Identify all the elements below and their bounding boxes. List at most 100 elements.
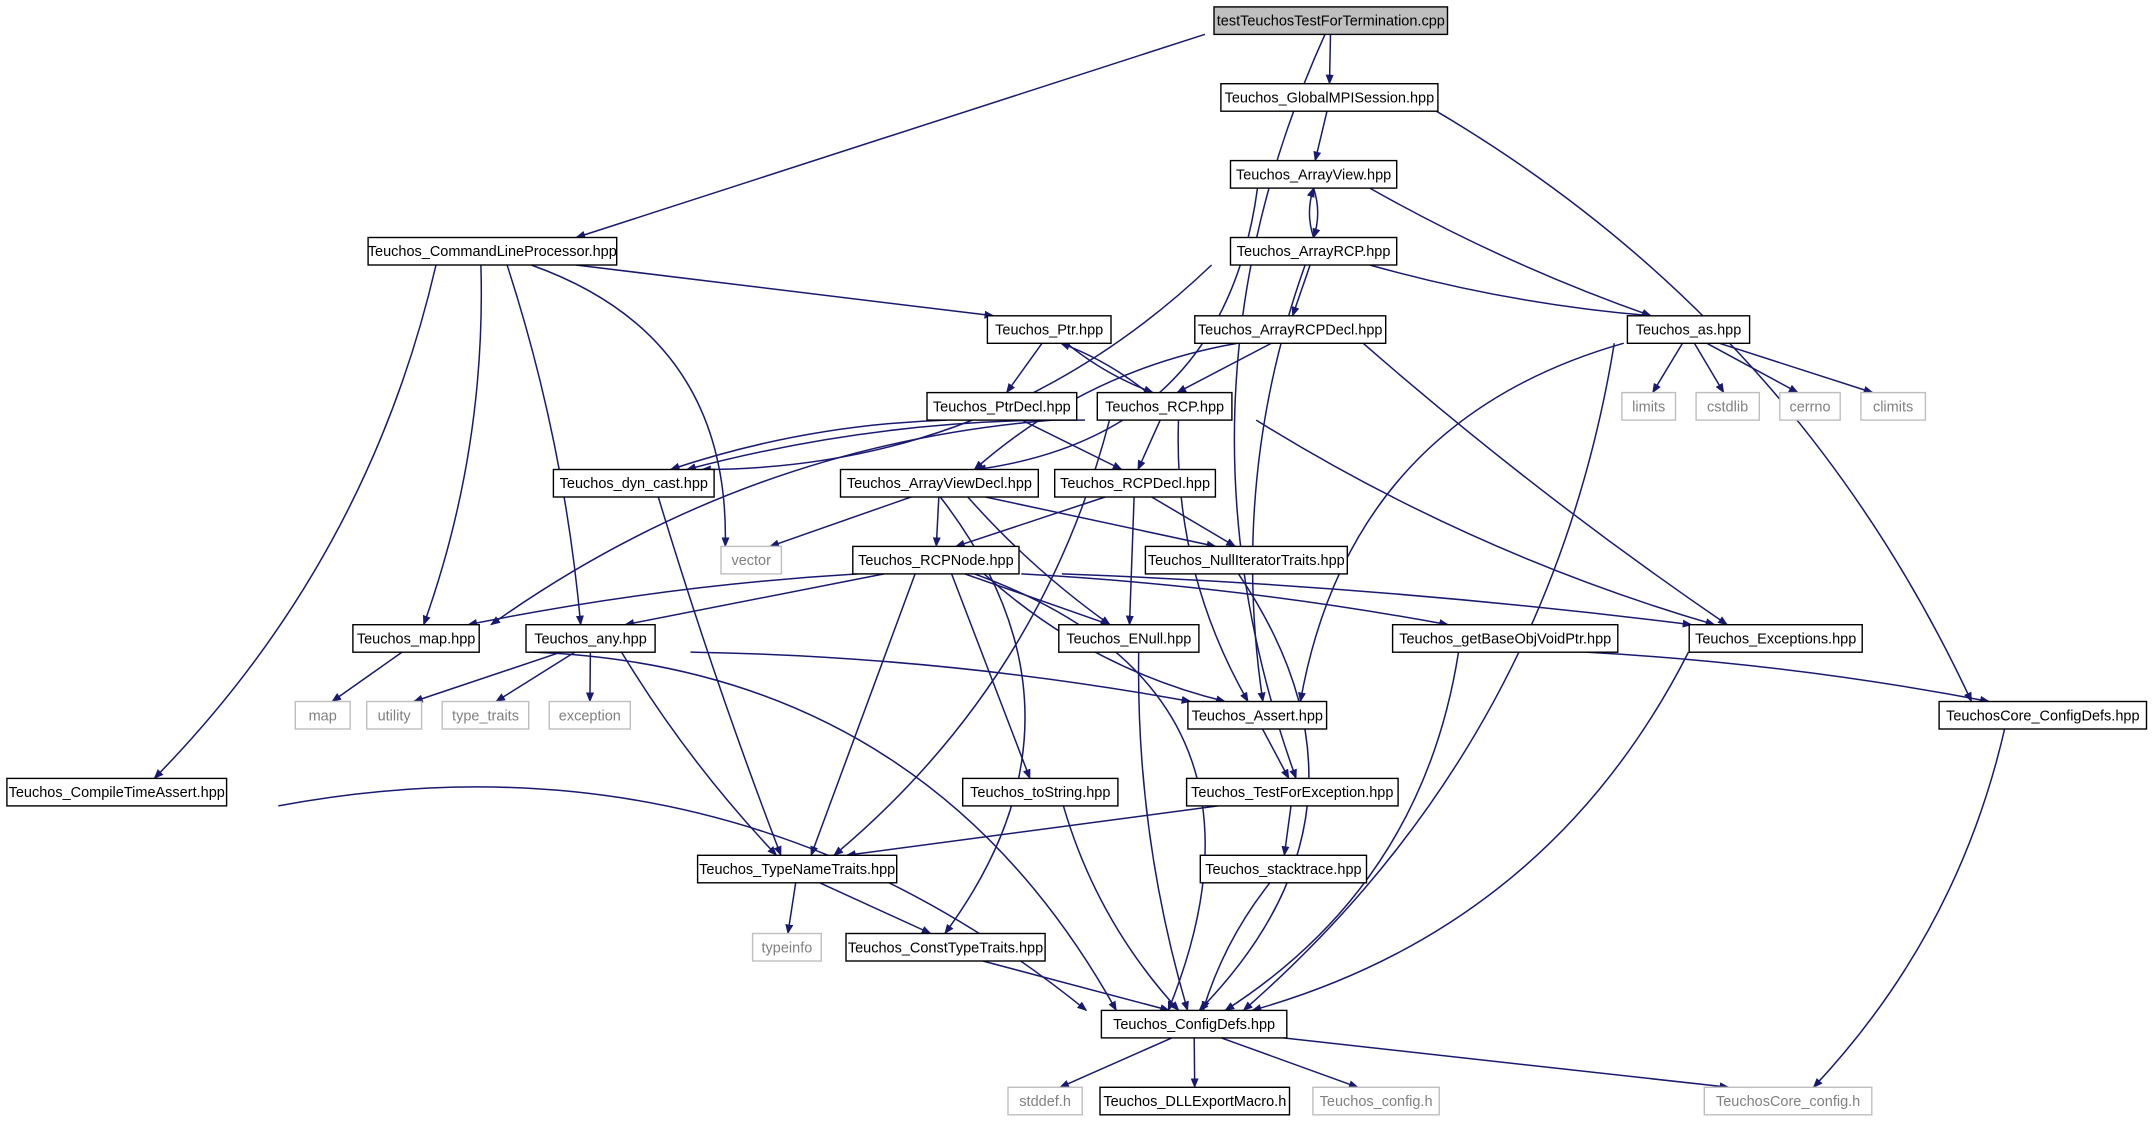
- node-box-vector: [720, 545, 783, 575]
- edge-as-to-cerrno: [1706, 342, 1799, 394]
- node-map[interactable]: Teuchos_map.hpp: [352, 624, 480, 653]
- node-st[interactable]: Teuchos_stacktrace.hpp: [1199, 854, 1368, 884]
- node-box-limits: [1621, 391, 1677, 421]
- node-cstdlib[interactable]: cstdlib: [1695, 391, 1760, 421]
- edge-any-to-exception: [586, 652, 595, 703]
- node-rcpn[interactable]: Teuchos_RCPNode.hpp: [852, 545, 1020, 575]
- node-vector[interactable]: vector: [720, 545, 783, 575]
- node-rcp[interactable]: Teuchos_RCP.hpp: [1096, 391, 1233, 421]
- edge-as-to-cfg: [1242, 343, 1616, 1012]
- node-typetraits[interactable]: type_traits: [441, 700, 530, 730]
- edge-rcpd-to-nit: [1151, 496, 1237, 548]
- node-dyn[interactable]: Teuchos_dyn_cast.hpp: [552, 468, 715, 498]
- edge-rcpd-to-enull: [1125, 496, 1135, 626]
- node-cfg[interactable]: Teuchos_ConfigDefs.hpp: [1100, 1009, 1288, 1039]
- node-box-cfg: [1100, 1009, 1288, 1039]
- edge-clp-to-ptr: [575, 264, 995, 319]
- node-clp[interactable]: Teuchos_CommandLineProcessor.hpp: [367, 236, 618, 266]
- node-label-ccdefs: TeuchosCore_ConfigDefs.hpp: [1946, 708, 2139, 724]
- node-label-exc: Teuchos_Exceptions.hpp: [1695, 631, 1856, 647]
- node-label-typeinfo: typeinfo: [762, 940, 813, 956]
- node-cerrno[interactable]: cerrno: [1779, 391, 1841, 421]
- node-arcp[interactable]: Teuchos_ArrayRCP.hpp: [1229, 236, 1398, 266]
- node-box-arcpd: [1194, 315, 1387, 344]
- edge-root-to-clp: [575, 33, 1206, 239]
- node-assert[interactable]: Teuchos_Assert.hpp: [1187, 700, 1328, 730]
- node-label-arcp: Teuchos_ArrayRCP.hpp: [1237, 244, 1391, 260]
- node-ptr[interactable]: Teuchos_Ptr.hpp: [986, 315, 1112, 344]
- node-label-tfe: Teuchos_TestForException.hpp: [1191, 785, 1393, 801]
- edge-gmpi-to-av: [1313, 111, 1328, 162]
- edge-map-to-stdmap: [331, 651, 403, 703]
- node-utility[interactable]: utility: [366, 700, 423, 730]
- edge-arcp-to-dyn: [700, 264, 1213, 474]
- node-label-rcpd: Teuchos_RCPDecl.hpp: [1060, 476, 1210, 492]
- node-limits[interactable]: limits: [1621, 391, 1677, 421]
- edge-cta-to-cfg: [278, 786, 1088, 1012]
- edge-gmpi-to-ccdefs: [1436, 110, 1973, 703]
- node-label-enull: Teuchos_ENull.hpp: [1066, 631, 1191, 647]
- node-box-exception: [548, 700, 631, 730]
- node-tconfig[interactable]: Teuchos_config.h: [1312, 1086, 1440, 1116]
- node-gbo[interactable]: Teuchos_getBaseObjVoidPtr.hpp: [1391, 624, 1619, 653]
- node-climits[interactable]: climits: [1860, 391, 1927, 421]
- node-stddef[interactable]: stddef.h: [1007, 1086, 1083, 1116]
- node-box-clp: [367, 236, 618, 266]
- node-ptrd[interactable]: Teuchos_PtrDecl.hpp: [926, 391, 1078, 421]
- edge-as-to-climits: [1718, 342, 1874, 394]
- edge-tostr-to-cfg: [1062, 805, 1180, 1012]
- node-ctt[interactable]: Teuchos_ConstTypeTraits.hpp: [845, 932, 1046, 962]
- node-typeinfo[interactable]: typeinfo: [751, 932, 822, 962]
- edge-rcpn-to-exc: [1061, 573, 1693, 628]
- node-tnt[interactable]: Teuchos_TypeNameTraits.hpp: [696, 854, 898, 884]
- node-enull[interactable]: Teuchos_ENull.hpp: [1058, 624, 1200, 653]
- node-box-any: [525, 624, 656, 653]
- node-tostr[interactable]: Teuchos_toString.hpp: [962, 777, 1119, 807]
- edge-as-to-cstdlib: [1693, 342, 1725, 394]
- edge-rcp-to-map: [490, 419, 1053, 626]
- node-exc[interactable]: Teuchos_Exceptions.hpp: [1688, 624, 1863, 653]
- node-dll[interactable]: Teuchos_DLLExportMacro.h: [1099, 1086, 1291, 1116]
- node-label-gmpi: Teuchos_GlobalMPISession.hpp: [1225, 91, 1435, 107]
- edge-any-to-typetraits: [495, 651, 576, 703]
- node-nit[interactable]: Teuchos_NullIteratorTraits.hpp: [1144, 545, 1349, 575]
- node-label-avd: Teuchos_ArrayViewDecl.hpp: [847, 476, 1032, 492]
- node-label-map: Teuchos_map.hpp: [357, 631, 476, 647]
- edge-clp-to-map: [422, 264, 483, 626]
- node-label-vector: vector: [731, 553, 771, 569]
- edge-cfg-to-ccfgh: [1283, 1037, 1730, 1091]
- node-label-assert: Teuchos_Assert.hpp: [1192, 708, 1323, 724]
- node-as[interactable]: Teuchos_as.hpp: [1626, 315, 1751, 344]
- node-ccfgh[interactable]: TeuchosCore_config.h: [1703, 1086, 1873, 1116]
- edge-ptrd-to-dyn: [669, 419, 947, 471]
- edge-avd-to-enull: [967, 496, 1111, 626]
- node-box-tostr: [962, 777, 1119, 807]
- node-stdmap[interactable]: map: [294, 700, 351, 730]
- node-arcpd[interactable]: Teuchos_ArrayRCPDecl.hpp: [1194, 315, 1387, 344]
- edge-rcp-to-dyn: [685, 419, 1086, 472]
- node-any[interactable]: Teuchos_any.hpp: [525, 624, 656, 653]
- node-label-ptr: Teuchos_Ptr.hpp: [995, 323, 1103, 339]
- node-gmpi[interactable]: Teuchos_GlobalMPISession.hpp: [1220, 82, 1439, 112]
- edge-av-to-as: [1369, 187, 1652, 317]
- node-label-tnt: Teuchos_TypeNameTraits.hpp: [699, 862, 895, 878]
- node-box-cerrno: [1779, 391, 1841, 421]
- node-cta[interactable]: Teuchos_CompileTimeAssert.hpp: [6, 777, 228, 807]
- node-label-stddef: stddef.h: [1019, 1094, 1071, 1110]
- node-rcpd[interactable]: Teuchos_RCPDecl.hpp: [1053, 468, 1217, 498]
- edge-gbo-to-cfg: [1224, 651, 1460, 1012]
- edge-rcpn-to-enull: [964, 573, 1111, 626]
- node-box-ctt: [845, 932, 1046, 962]
- node-av[interactable]: Teuchos_ArrayView.hpp: [1229, 159, 1398, 189]
- node-label-cfg: Teuchos_ConfigDefs.hpp: [1113, 1017, 1275, 1033]
- node-box-stdmap: [294, 700, 351, 730]
- node-exception[interactable]: exception: [548, 700, 631, 730]
- node-root[interactable]: testTeuchosTestForTermination.cpp: [1213, 6, 1449, 36]
- edge-arcpd-to-rcp: [1176, 342, 1272, 394]
- node-avd[interactable]: Teuchos_ArrayViewDecl.hpp: [839, 468, 1040, 498]
- node-ccdefs[interactable]: TeuchosCore_ConfigDefs.hpp: [1938, 700, 2148, 730]
- edge-av-to-arcp: [1312, 187, 1321, 239]
- node-label-dll: Teuchos_DLLExportMacro.h: [1103, 1094, 1286, 1110]
- node-box-root: [1213, 6, 1449, 36]
- node-tfe[interactable]: Teuchos_TestForException.hpp: [1185, 777, 1399, 807]
